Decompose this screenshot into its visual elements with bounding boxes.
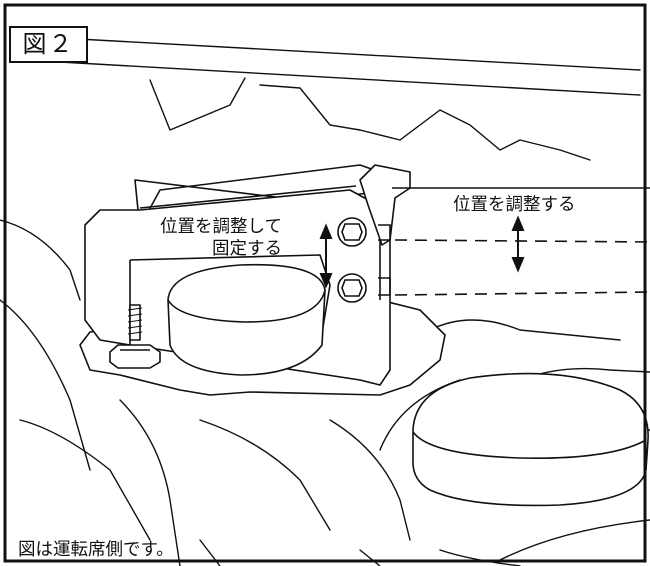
- annotation-line-1: 位置を調整して: [160, 217, 282, 237]
- outer-border: [3, 3, 647, 563]
- adjust-arrows: [319, 215, 525, 289]
- annotation-line-2: 固定する: [211, 239, 282, 259]
- background-line: [0, 299, 91, 471]
- background-line: [499, 519, 650, 561]
- right-beam: [392, 187, 650, 296]
- bolts: [337, 217, 391, 303]
- round-part-right: [412, 372, 649, 507]
- background-line: [359, 109, 591, 161]
- background-line: [429, 319, 621, 341]
- background-line: [259, 84, 361, 131]
- background-line: [19, 419, 151, 541]
- background-line: [149, 77, 246, 131]
- background-line: [59, 61, 641, 96]
- background-line: [0, 219, 81, 301]
- background-line: [439, 549, 521, 566]
- background-line: [199, 419, 331, 531]
- background-line: [359, 549, 381, 566]
- bracket-assembly: [79, 164, 446, 396]
- background-line: [59, 37, 641, 71]
- background-line: [329, 419, 411, 541]
- figure-number: 図２: [9, 26, 88, 63]
- annotation-adjust-and-fix: 位置を調整して 固定する: [160, 216, 282, 260]
- background-line: [119, 399, 181, 566]
- annotation-adjust-position: 位置を調整する: [453, 195, 576, 215]
- figure-caption: 図は運転席側です。: [18, 540, 174, 560]
